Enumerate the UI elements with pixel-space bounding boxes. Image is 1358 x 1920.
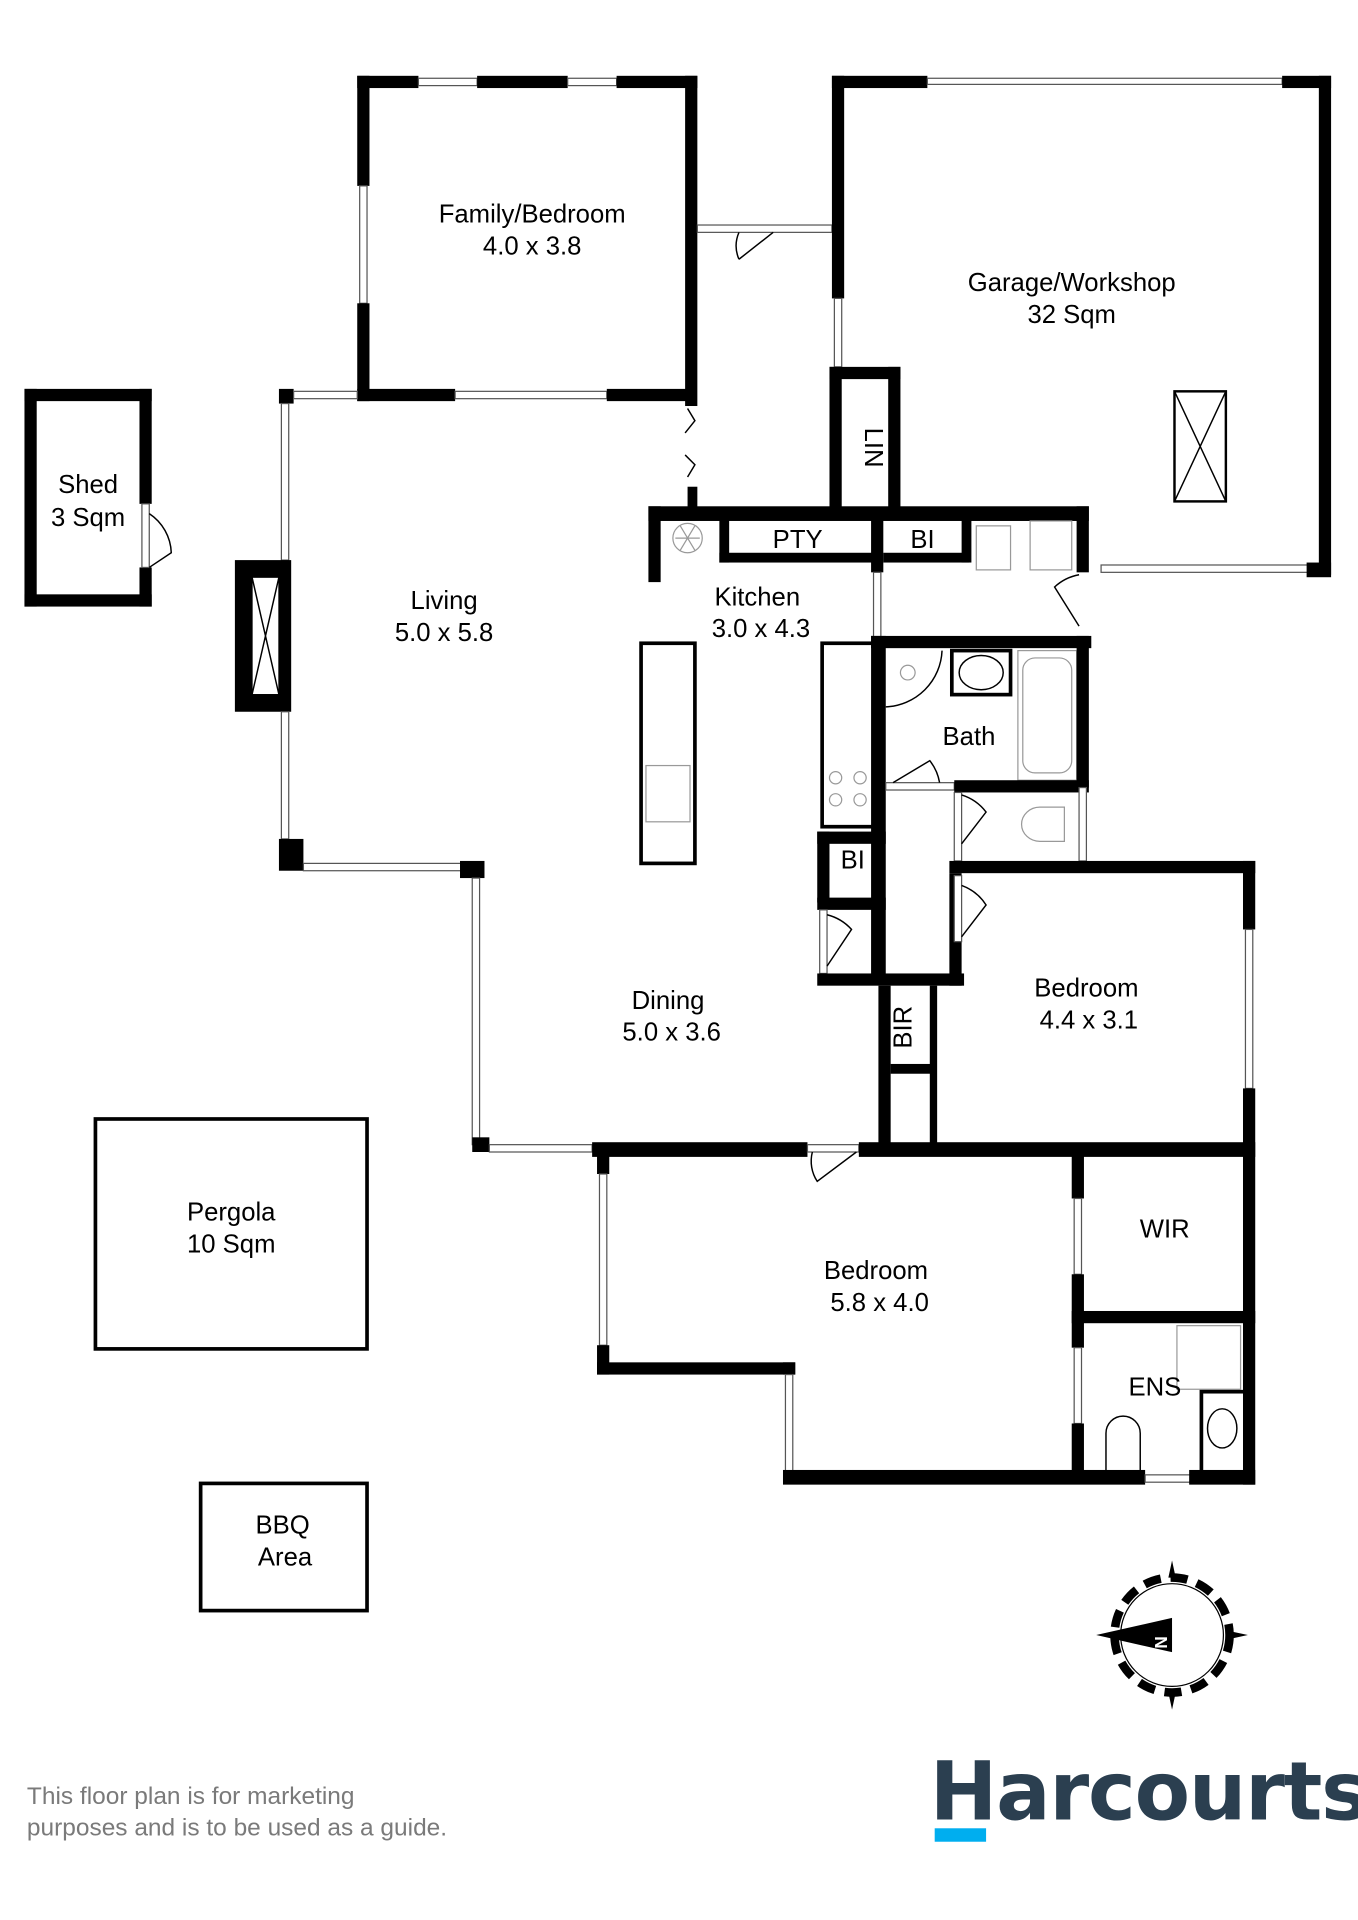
- room-name: Pergola: [187, 1198, 276, 1226]
- room-name: BIR: [889, 1006, 917, 1049]
- room-family-bedroom: Family/Bedroom 4.0 x 3.8: [357, 75, 698, 407]
- room-shed: Shed 3 Sqm: [24, 388, 173, 607]
- room-size: 3.0 x 4.3: [712, 615, 811, 643]
- room-name: Garage/Workshop: [968, 269, 1176, 297]
- toilet-icon: [1105, 1415, 1141, 1470]
- fireplace-icon: [251, 577, 280, 695]
- room-dining: Dining 5.0 x 3.6: [471, 877, 721, 1153]
- fan-icon: [675, 525, 700, 551]
- basin-icon: [1199, 1389, 1248, 1477]
- room-name: Bedroom: [1034, 975, 1138, 1003]
- room-bedroom-2: BIR Bedroom 4.4 x 3.1: [878, 860, 1256, 1485]
- room-name: Living: [411, 587, 478, 615]
- room-name: BI: [841, 846, 865, 874]
- door-swing-icon: [735, 231, 774, 260]
- closet-bi: BI: [817, 831, 987, 986]
- room-name: Kitchen: [714, 583, 800, 611]
- brand-accent-bar: [934, 1828, 987, 1842]
- room-size: 5.0 x 3.6: [622, 1019, 721, 1047]
- sink-icon: [645, 764, 691, 823]
- room-kitchen: PTY BI Kitchen 3.0 x 4.3: [639, 506, 1089, 866]
- area-bbq: BBQ Area: [198, 1481, 369, 1613]
- area-pergola: Pergola 10 Sqm: [93, 1117, 369, 1351]
- room-name: LIN: [859, 428, 887, 468]
- room-name: BI: [910, 526, 934, 554]
- room-size: Area: [258, 1543, 313, 1571]
- room-size: 5.0 x 5.8: [395, 619, 494, 647]
- closet-linen: LIN: [829, 366, 901, 514]
- harcourts-logo: Harcourts: [930, 1746, 1358, 1842]
- room-size: 5.8 x 4.0: [830, 1289, 929, 1317]
- room-name: WIR: [1140, 1216, 1190, 1244]
- room-name: BBQ: [255, 1512, 309, 1540]
- disclaimer-line-1: This floor plan is for marketing: [27, 1783, 355, 1810]
- room-size: 3 Sqm: [51, 504, 125, 532]
- room-name: Family/Bedroom: [439, 201, 626, 229]
- room-size: 10 Sqm: [187, 1230, 276, 1258]
- room-size: 4.0 x 3.8: [483, 232, 582, 260]
- room-name: PTY: [773, 526, 823, 554]
- svg-text:N: N: [1151, 1636, 1170, 1648]
- room-bath: Bath: [871, 635, 1256, 979]
- north-arrow-icon: N: [1096, 1560, 1248, 1710]
- room-size: 32 Sqm: [1027, 301, 1116, 329]
- laundry-tub-icon: [975, 525, 1012, 571]
- disclaimer-line-2: purposes and is to be used as a guide.: [27, 1815, 447, 1842]
- room-name: Shed: [58, 471, 118, 499]
- brand-name: Harcourts: [930, 1746, 1358, 1840]
- room-garage: Garage/Workshop 32 Sqm: [831, 75, 1332, 578]
- room-size: 4.4 x 3.1: [1040, 1006, 1139, 1034]
- shower-icon: [1176, 1325, 1242, 1390]
- kitchen-island: [639, 641, 697, 866]
- bathtub-icon: [1017, 649, 1078, 781]
- room-name: Dining: [632, 987, 705, 1015]
- basin-icon: [949, 648, 1013, 697]
- room-bedroom-main: Bedroom 5.8 x 4.0 WIR ENS: [592, 1142, 1256, 1485]
- toilet-icon: [1021, 806, 1065, 842]
- washer-icon: [1029, 520, 1073, 571]
- room-name: Bedroom: [824, 1257, 928, 1285]
- room-name: ENS: [1129, 1373, 1182, 1401]
- hatch-icon: [1173, 390, 1228, 503]
- room-living: Living 5.0 x 5.8: [234, 388, 698, 879]
- room-name: Bath: [943, 723, 996, 751]
